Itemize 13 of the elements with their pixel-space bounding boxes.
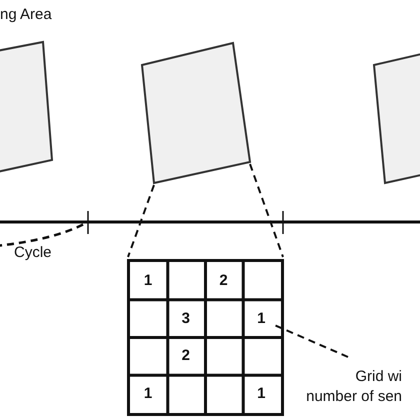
zoom-line — [249, 164, 284, 258]
grid-number: 2 — [182, 347, 190, 364]
grid-number: 1 — [144, 272, 152, 289]
grid-caption: Grid wi number of sen — [304, 367, 402, 407]
annotation-text: ng Area — [0, 6, 52, 23]
grid-number: 1 — [257, 310, 266, 327]
grid-number: 3 — [182, 310, 190, 327]
grid-number: 2 — [219, 272, 228, 289]
zoom-line — [127, 184, 155, 258]
grid-number: 1 — [144, 385, 152, 402]
sensor-grid — [127, 259, 284, 416]
annotation-text: Cycle — [14, 244, 52, 261]
grid-number: 1 — [257, 385, 266, 402]
